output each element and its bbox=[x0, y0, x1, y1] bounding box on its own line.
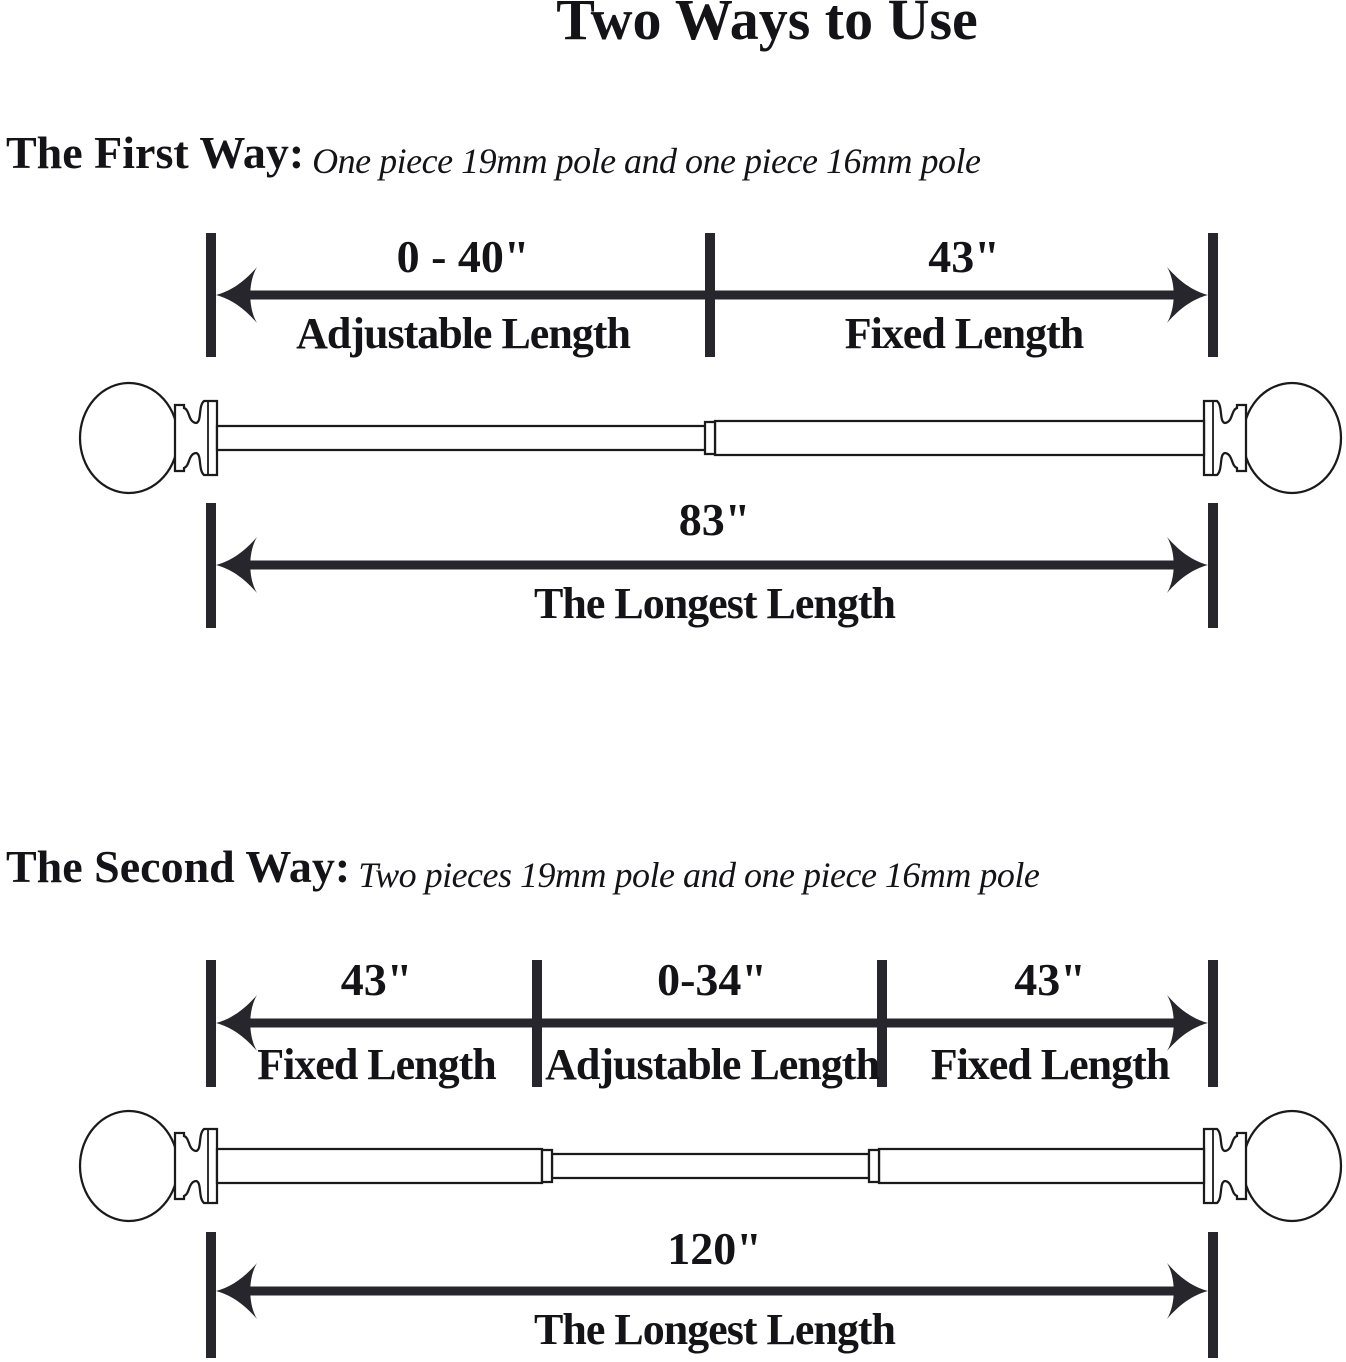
segment-value: 43" bbox=[1014, 954, 1086, 1005]
total-label: The Longest Length bbox=[534, 579, 896, 628]
second-way-heading: The Second Way: bbox=[6, 841, 351, 892]
tick-mark bbox=[206, 503, 216, 628]
segment-label: Fixed Length bbox=[930, 1040, 1171, 1089]
segment-value: 43" bbox=[340, 954, 413, 1005]
segment-value: 0-34" bbox=[657, 954, 767, 1005]
junction-collar bbox=[703, 420, 717, 456]
segment-value: 0 - 40" bbox=[396, 231, 530, 282]
way1-total-ruler bbox=[206, 503, 1218, 628]
first-way-note: One piece 19mm pole and one piece 16mm p… bbox=[312, 141, 981, 181]
segment-value: 43" bbox=[928, 231, 1000, 282]
ball-finial-left bbox=[78, 1109, 219, 1223]
tick-mark bbox=[206, 1232, 216, 1358]
way2-segment-ruler bbox=[206, 960, 1218, 1087]
tick-mark bbox=[206, 960, 216, 1087]
segment-label: Fixed Length bbox=[257, 1040, 497, 1089]
junction-collar-left bbox=[540, 1148, 554, 1184]
rod-drawing-second-way bbox=[78, 1109, 1343, 1223]
second-way-note: Two pieces 19mm pole and one piece 16mm … bbox=[358, 855, 1040, 895]
arrow-shaft bbox=[240, 290, 1184, 300]
arrow-shaft bbox=[240, 560, 1184, 570]
rod-drawing-first-way bbox=[78, 381, 1343, 495]
pole-16mm bbox=[215, 424, 709, 452]
first-way-heading: The First Way: bbox=[6, 127, 305, 178]
pole-19mm bbox=[713, 419, 1206, 457]
tick-mark bbox=[1208, 503, 1218, 628]
pole-19mm-left bbox=[215, 1147, 544, 1185]
segment-label: Fixed Length bbox=[844, 309, 1085, 358]
arrow-shaft bbox=[240, 1286, 1184, 1296]
second-way-header: The Second Way: Two pieces 19mm pole and… bbox=[6, 841, 1040, 895]
total-value: 120" bbox=[667, 1223, 762, 1274]
way1-segment-ruler bbox=[206, 233, 1218, 357]
pole-16mm-middle bbox=[550, 1152, 871, 1180]
tick-mark bbox=[1208, 233, 1218, 357]
segment-label: Adjustable Length bbox=[545, 1040, 880, 1089]
arrow-shaft bbox=[240, 1018, 1184, 1028]
tick-mark bbox=[206, 233, 216, 357]
tick-mark bbox=[1208, 1232, 1218, 1358]
ball-finial-right bbox=[1202, 1109, 1343, 1223]
tick-mark bbox=[1208, 960, 1218, 1087]
way2-total-ruler bbox=[206, 1232, 1218, 1358]
page-title: Two Ways to Use bbox=[556, 0, 978, 52]
pole-19mm-right bbox=[877, 1147, 1206, 1185]
ball-finial-right bbox=[1202, 381, 1343, 495]
total-label: The Longest Length bbox=[534, 1305, 896, 1354]
segment-label: Adjustable Length bbox=[296, 309, 631, 358]
total-value: 83" bbox=[678, 494, 751, 545]
junction-collar-right bbox=[867, 1148, 881, 1184]
first-way-header: The First Way: One piece 19mm pole and o… bbox=[6, 127, 981, 181]
ball-finial-left bbox=[78, 381, 219, 495]
